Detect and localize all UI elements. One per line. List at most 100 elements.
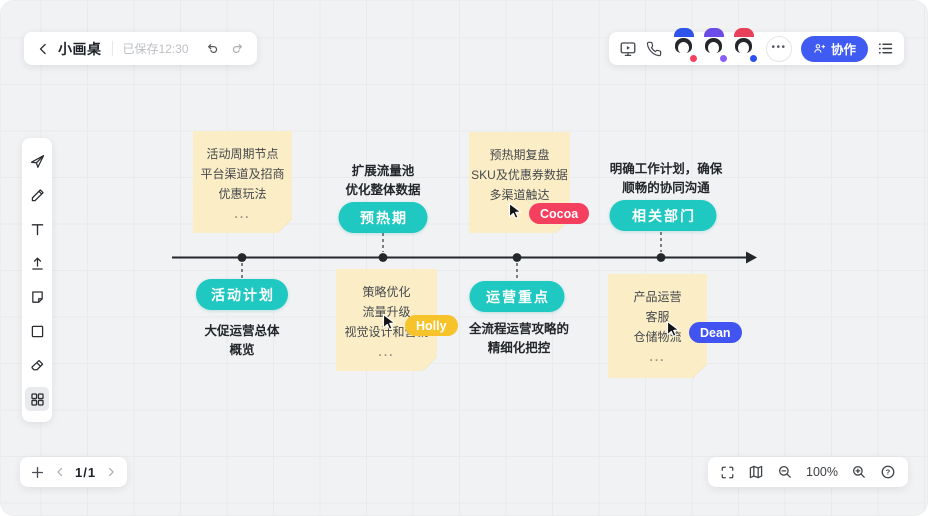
note-line: 多渠道触达 [489, 188, 550, 202]
note-line: 客服 [645, 310, 670, 324]
avatar-cocoa[interactable] [671, 27, 698, 63]
note-line: 活动周期节点 [206, 147, 279, 161]
pill-activity-plan[interactable]: 活动计划 [196, 279, 288, 310]
view-controls: 100% ? [708, 457, 908, 487]
prev-page-button[interactable] [54, 466, 66, 478]
annotation-line: 优化整体数据 [345, 183, 421, 197]
chevron-left-icon [57, 467, 63, 477]
annotation-line: 明确工作计划，确保 [609, 162, 723, 176]
board-title: 小画桌 [58, 40, 102, 57]
tool-select[interactable] [25, 149, 49, 173]
sticky-note-warmup-review[interactable]: 预热期复盘 SKU及优惠券数据 多渠道触达 [469, 132, 570, 233]
cursor-label-holly: Holly [405, 315, 458, 336]
divider [111, 41, 113, 56]
note-ellipsis: ... [234, 207, 251, 221]
eraser-icon [30, 359, 43, 370]
avatar-holly[interactable] [701, 27, 728, 63]
cursor-dean [665, 320, 683, 338]
svg-text:?: ? [886, 468, 891, 477]
note-line: 产品运营 [633, 290, 682, 304]
zoom-in-icon [853, 466, 865, 478]
zoom-in-button[interactable] [851, 464, 867, 480]
tool-more-apps[interactable] [25, 387, 49, 411]
tool-pen[interactable] [25, 183, 49, 207]
collaborator-avatars [671, 27, 758, 63]
tool-upload[interactable] [25, 251, 49, 275]
note-line: SKU及优惠券数据 [471, 168, 568, 182]
cursor-cocoa [507, 202, 525, 220]
rectangle-icon [31, 325, 43, 337]
cursor-label-cocoa: Cocoa [529, 203, 590, 224]
annotation-full-process[interactable]: 全流程运营攻略的 精细化把控 [469, 320, 569, 358]
pill-label: 运营重点 [486, 288, 550, 305]
grid-apps-icon [30, 392, 44, 406]
upload-icon [31, 257, 43, 270]
tools-panel [22, 138, 52, 422]
redo-button[interactable] [229, 41, 245, 57]
tool-text[interactable] [25, 217, 49, 241]
fullscreen-button[interactable] [720, 465, 735, 480]
fullscreen-icon [721, 466, 734, 478]
pill-related-departments[interactable]: 相关部门 [609, 200, 717, 231]
more-collaborators-button[interactable]: ••• [765, 35, 792, 62]
note-ellipsis: ... [649, 350, 666, 364]
redo-icon [232, 43, 242, 53]
pill-label: 预热期 [360, 209, 408, 226]
page-controls: 1/1 [20, 457, 128, 487]
tool-eraser[interactable] [25, 353, 49, 377]
annotation-line: 全流程运营攻略的 [468, 322, 570, 336]
collaborate-button[interactable]: 协作 [800, 35, 868, 62]
cursor-label-dean: Dean [689, 322, 742, 343]
chevron-left-icon [39, 43, 46, 54]
text-icon [31, 223, 43, 235]
tool-shape[interactable] [25, 319, 49, 343]
note-line: 优惠玩法 [218, 187, 267, 201]
presence-dot [718, 53, 728, 63]
undo-button[interactable] [205, 41, 221, 57]
page-indicator: 1/1 [75, 464, 97, 480]
annotation-work-plan[interactable]: 明确工作计划，确保 顺畅的协同沟通 [610, 160, 723, 198]
note-line: 平台渠道及招商 [200, 167, 285, 181]
help-button[interactable]: ? [880, 464, 896, 480]
pointer-arrow-icon [382, 313, 396, 330]
present-screen-icon [620, 41, 636, 56]
plus-icon [31, 466, 44, 478]
save-status: 已保存12:30 [122, 42, 189, 56]
sticky-note-icon [31, 290, 43, 303]
pill-label: 活动计划 [211, 286, 275, 303]
next-page-button[interactable] [105, 466, 117, 478]
phone-icon [646, 41, 662, 56]
presence-dot [748, 53, 758, 63]
minimap-button[interactable] [748, 464, 764, 480]
header-left-panel: 小画桌 已保存12:30 [24, 32, 257, 65]
tool-sticky-note[interactable] [25, 285, 49, 309]
note-ellipsis: ... [378, 345, 395, 359]
pointer-arrow-icon [666, 320, 680, 337]
zoom-out-button[interactable] [777, 464, 793, 480]
add-page-button[interactable] [30, 465, 45, 480]
back-button[interactable] [36, 42, 50, 56]
pen-icon [31, 188, 44, 201]
presence-dot [688, 53, 698, 63]
annotation-promo-overview[interactable]: 大促运营总体 概览 [204, 322, 279, 360]
avatar-dean[interactable] [731, 27, 758, 63]
board-list-button[interactable] [877, 40, 894, 57]
call-button[interactable] [646, 41, 662, 57]
annotation-traffic-pool[interactable]: 扩展流量池 优化整体数据 [345, 162, 420, 200]
annotation-line: 顺畅的协同沟通 [622, 181, 710, 195]
pill-warmup-phase[interactable]: 预热期 [338, 202, 428, 233]
pointer-arrow-icon [508, 202, 522, 219]
collaborate-label: 协作 [830, 43, 856, 57]
undo-icon [207, 43, 217, 53]
sticky-note-activity-cycle[interactable]: 活动周期节点 平台渠道及招商 优惠玩法 ... [193, 131, 292, 233]
map-icon [749, 465, 763, 479]
timeline-arrowhead [746, 251, 757, 264]
screen-share-button[interactable] [619, 40, 637, 58]
note-line: 流量升级 [362, 305, 411, 319]
pill-operation-focus[interactable]: 运营重点 [469, 281, 565, 312]
annotation-line: 扩展流量池 [351, 164, 415, 178]
person-plus-icon [814, 44, 826, 53]
